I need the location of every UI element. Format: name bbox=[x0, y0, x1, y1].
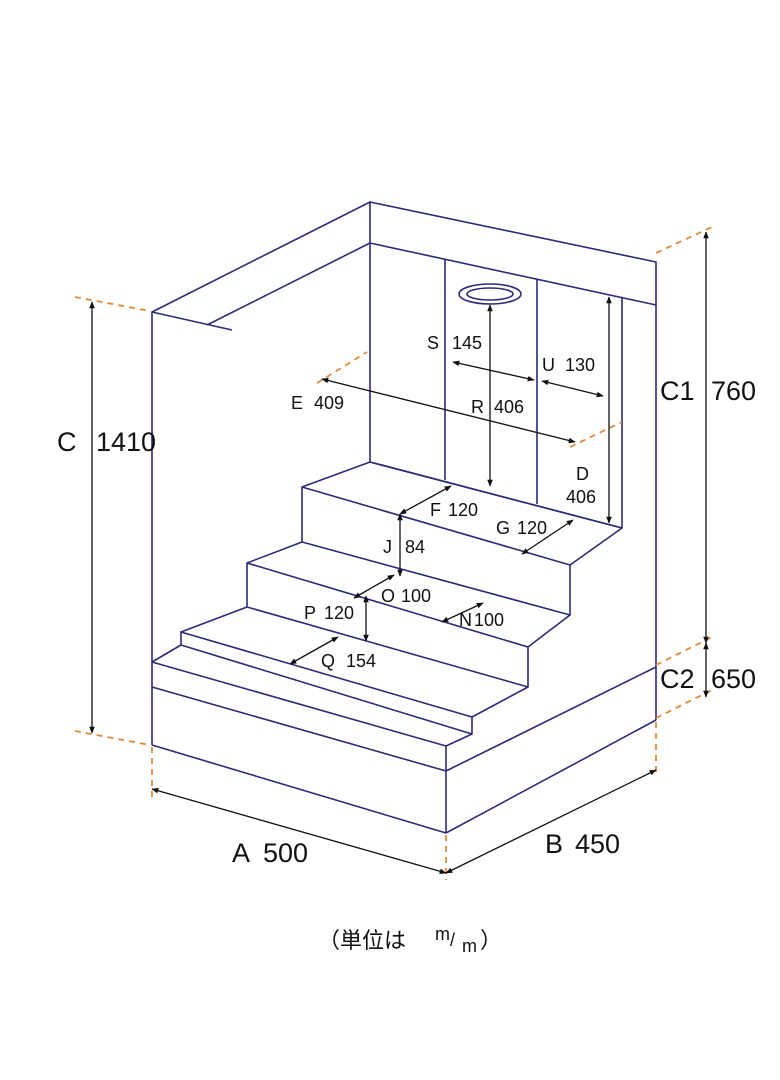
label-u-letter: U bbox=[542, 355, 555, 375]
base-top-edge bbox=[151, 686, 447, 772]
unit-note-slash: / bbox=[450, 930, 455, 950]
label-b-value: 450 bbox=[575, 829, 620, 859]
right-wall-top bbox=[369, 201, 657, 720]
label-c-letter: C bbox=[57, 427, 77, 457]
unit-note-open: （単位は bbox=[318, 928, 406, 953]
label-n-letter: N bbox=[459, 610, 472, 630]
label-a-letter: A bbox=[232, 838, 250, 868]
back-wall-top-inner bbox=[369, 242, 657, 306]
label-q-value: 154 bbox=[346, 651, 376, 671]
dim-u-arrow bbox=[541, 379, 604, 398]
base-top-right bbox=[445, 666, 657, 772]
label-o-letter: O bbox=[381, 586, 395, 606]
label-b-letter: B bbox=[545, 829, 563, 859]
e-left-extension bbox=[316, 351, 368, 384]
left-wall-inner-edge bbox=[206, 242, 371, 326]
unit-note-close: ） bbox=[480, 928, 502, 953]
label-s-letter: S bbox=[427, 333, 439, 353]
label-c2-value: 650 bbox=[711, 664, 756, 694]
label-f-value: 120 bbox=[448, 500, 478, 520]
c2-bottom-extension bbox=[655, 689, 713, 719]
dimension-labels: C 1410 C1 760 C2 650 A 500 B 450 S 145 U… bbox=[57, 333, 756, 868]
dim-n-arrow bbox=[441, 602, 484, 623]
label-q-letter: Q bbox=[321, 651, 335, 671]
step-top bbox=[301, 461, 623, 566]
label-c2-letter: C2 bbox=[660, 664, 695, 694]
dim-s-arrow bbox=[452, 360, 535, 382]
label-n-value: 100 bbox=[474, 610, 504, 630]
unit-note: （単位は m / m ） bbox=[318, 924, 502, 956]
dim-f-arrow bbox=[399, 485, 452, 515]
step-middle bbox=[246, 541, 571, 648]
label-j-value: 84 bbox=[405, 537, 425, 557]
dimension-arrows bbox=[89, 231, 709, 874]
label-e-letter: E bbox=[291, 393, 303, 413]
dim-a-arrow bbox=[151, 788, 447, 874]
base-bottom-right bbox=[445, 719, 657, 834]
step-lower bbox=[180, 606, 529, 718]
left-wall-top-inner bbox=[151, 311, 233, 331]
dim-g-arrow bbox=[521, 519, 574, 555]
drain-ring-outer bbox=[458, 283, 522, 305]
drain-ring-inner bbox=[466, 287, 514, 301]
label-e-value: 409 bbox=[314, 393, 344, 413]
dim-q-arrow bbox=[289, 636, 339, 665]
label-j-letter: J bbox=[383, 537, 392, 557]
label-r-letter: R bbox=[471, 397, 484, 417]
label-f-letter: F bbox=[430, 500, 441, 520]
label-g-value: 120 bbox=[517, 518, 547, 538]
label-r-value: 406 bbox=[494, 397, 524, 417]
dim-o-arrow bbox=[353, 574, 395, 599]
label-c1-letter: C1 bbox=[660, 376, 695, 406]
label-s-value: 145 bbox=[452, 333, 482, 353]
c1-top-extension bbox=[655, 226, 713, 254]
dim-e-arrow bbox=[321, 377, 576, 444]
unit-note-numerator: m bbox=[435, 924, 450, 944]
label-c1-value: 760 bbox=[711, 376, 756, 406]
label-p-letter: P bbox=[304, 603, 316, 623]
label-a-value: 500 bbox=[263, 838, 308, 868]
c-bottom-extension bbox=[74, 730, 151, 746]
unit-note-denominator: m bbox=[462, 936, 477, 956]
label-d-value: 406 bbox=[566, 487, 596, 507]
unit-outline bbox=[151, 201, 657, 834]
c1-bottom-extension bbox=[655, 636, 713, 666]
step-bottom bbox=[151, 644, 473, 747]
e-right-extension bbox=[569, 421, 623, 448]
left-wall-outer bbox=[151, 201, 371, 745]
c-top-extension bbox=[74, 296, 151, 312]
dim-b-arrow bbox=[445, 769, 657, 874]
label-u-value: 130 bbox=[565, 355, 595, 375]
label-o-value: 100 bbox=[401, 586, 431, 606]
label-p-value: 120 bbox=[324, 603, 354, 623]
extension-lines bbox=[74, 226, 713, 880]
label-c-value: 1410 bbox=[96, 427, 156, 457]
label-g-letter: G bbox=[496, 518, 510, 538]
label-d-letter: D bbox=[576, 464, 589, 484]
